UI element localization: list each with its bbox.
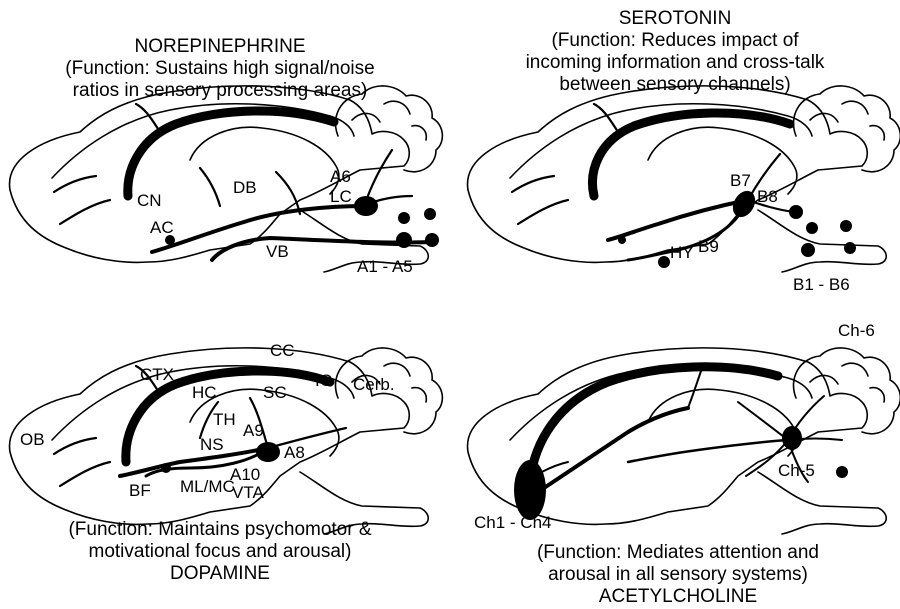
label-cc: CC (270, 341, 295, 360)
norepinephrine-soma (396, 232, 412, 248)
serotonin-soma (801, 243, 815, 257)
acetylcholine-ch5-ch6-soma (782, 426, 802, 450)
label-a9: A9 (243, 421, 264, 440)
label-vb: VB (266, 242, 289, 261)
label-b7: B7 (730, 171, 751, 190)
label-bf: BF (129, 481, 151, 500)
dopamine-substantia-nigra-soma (256, 442, 280, 462)
label-a6: A6 (330, 167, 351, 186)
label-a8: A8 (284, 443, 305, 462)
dopamine-bf-target (161, 463, 171, 473)
norepinephrine-locus-coeruleus-soma (354, 196, 378, 216)
label-ob: OB (20, 430, 45, 449)
serotonin-soma (618, 236, 626, 244)
serotonin-cortical-bundle (593, 113, 790, 196)
label-ch-6: Ch-6 (838, 321, 875, 340)
label-th: TH (213, 410, 236, 429)
label-cerb: Cerb. (353, 375, 395, 394)
label-hc: HC (192, 383, 217, 402)
serotonin-soma (844, 242, 856, 254)
norepinephrine-soma (425, 233, 439, 247)
label-ch-5: Ch-5 (778, 461, 815, 480)
serotonin-medial-bundle (608, 200, 748, 240)
label-b9: B9 (698, 237, 719, 256)
label-ml-mc: ML/MC (180, 477, 235, 496)
label-ic: IC (315, 371, 332, 390)
label-a1-a5: A1 - A5 (357, 257, 413, 276)
norepinephrine-soma (398, 212, 410, 224)
norepinephrine-panel: CN AC DB A6 LC VB A1 - A5 (10, 86, 443, 276)
serotonin-soma (789, 205, 803, 219)
label-vta: VTA (232, 483, 264, 502)
label-b8: B8 (757, 187, 778, 206)
acetylcholine-panel: Ch-6 Ch-5 Ch1 - Ch4 (468, 321, 900, 534)
label-db: DB (233, 178, 257, 197)
label-sc: SC (263, 383, 287, 402)
label-ns: NS (200, 435, 224, 454)
norepinephrine-soma (424, 208, 436, 220)
serotonin-hy-target (658, 256, 670, 268)
acetylcholine-cortical-bundle (530, 367, 778, 482)
label-ctx: CTX (140, 365, 174, 384)
label-ch1-ch4: Ch1 - Ch4 (474, 513, 551, 532)
label-lc: LC (330, 187, 352, 206)
label-hy: HY (670, 243, 694, 262)
dopamine-panel: CC CTX IC Cerb. HC SC TH A9 OB NS A8 A10… (10, 341, 443, 534)
norepinephrine-dorsal-bundle (152, 206, 364, 252)
label-b1-b6: B1 - B6 (793, 275, 850, 294)
label-ac: AC (150, 218, 174, 237)
serotonin-panel: B7 B8 HY B9 B1 - B6 (468, 86, 900, 294)
acetylcholine-soma (836, 466, 848, 478)
serotonin-soma (806, 222, 818, 234)
serotonin-soma (840, 220, 852, 232)
norepinephrine-cortical-bundle (128, 111, 334, 196)
acetylcholine-ch1-ch4-soma (514, 460, 546, 520)
label-cn: CN (137, 191, 162, 210)
